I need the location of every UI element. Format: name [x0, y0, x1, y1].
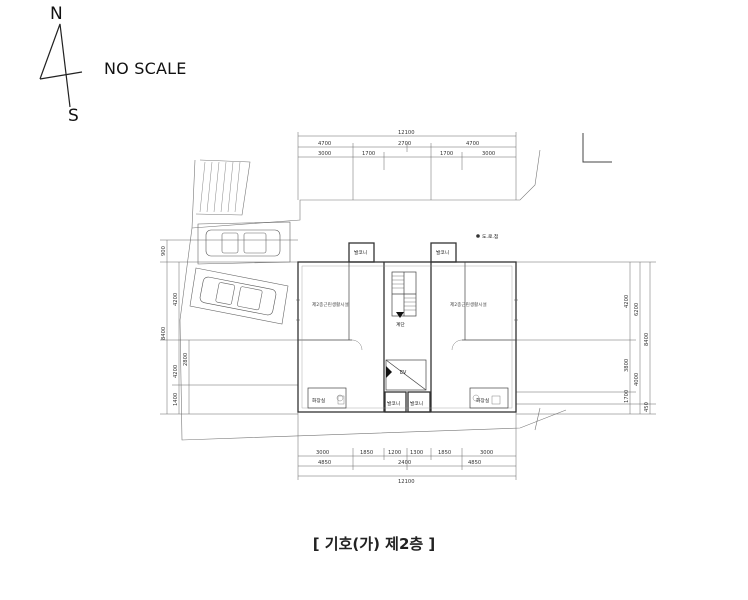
site-note-marker-icon	[476, 234, 480, 238]
dim-top-sub-2: 1700	[362, 151, 375, 157]
room-balcony-bottom-left: 발코니	[387, 400, 400, 407]
dim-top-sub-4: 3000	[482, 151, 495, 157]
dim-right-a-1: 4200	[624, 295, 630, 308]
dim-top-total: 12100	[398, 130, 415, 136]
dim-bottom-sub-4: 1300	[410, 450, 423, 456]
room-right-unit: 제2종근린생활시설	[450, 301, 487, 308]
dim-left-top-2: 4200	[173, 293, 179, 306]
no-scale-label: NO SCALE	[104, 59, 187, 78]
dim-top-sub-1: 3000	[318, 151, 331, 157]
dim-top-mid-1: 4700	[318, 141, 331, 147]
compass-south-label: S	[68, 106, 79, 126]
dim-bottom-mid-1: 4850	[318, 460, 331, 466]
dim-bottom-sub-2: 1850	[360, 450, 373, 456]
site-note: 도.로.점	[482, 233, 498, 240]
room-balcony-bottom-right: 발코니	[410, 400, 423, 407]
dim-right-a-3: 1700	[624, 390, 630, 403]
dim-bottom-mid-2: 2400	[398, 460, 411, 466]
room-left-unit: 제2종근린생활시설	[312, 301, 349, 308]
dim-right-b-2: 4000	[634, 373, 640, 386]
dim-right-b-1: 6200	[634, 303, 640, 316]
dim-right-small: 450	[644, 402, 650, 412]
dim-left-a-1: 4200	[173, 365, 179, 378]
dim-left-top-1: 900	[161, 246, 167, 256]
room-toilet-right: 화장실	[476, 397, 489, 404]
dim-bottom-sub-1: 3000	[316, 450, 329, 456]
dim-bottom-sub-3: 1200	[388, 450, 401, 456]
dim-bottom-sub-6: 3000	[480, 450, 493, 456]
room-elevator: EV	[400, 370, 407, 376]
compass-north-label: N	[50, 4, 63, 24]
dim-left-outer: 8400	[161, 327, 167, 340]
dim-bottom-mid-3: 4850	[468, 460, 481, 466]
room-stair: 계단	[396, 321, 405, 328]
dim-bottom-total: 12100	[398, 479, 415, 485]
dim-right-total: 8400	[644, 333, 650, 346]
room-toilet-left: 화장실	[312, 397, 325, 404]
room-balcony-top-left: 발코니	[354, 249, 367, 256]
dim-top-sub-3: 1700	[440, 151, 453, 157]
floor-title: [ 기호(가) 제2층 ]	[312, 535, 436, 553]
room-balcony-top-right: 발코니	[436, 249, 449, 256]
dim-left-a-2: 1400	[173, 393, 179, 406]
dim-right-a-2: 3800	[624, 359, 630, 372]
dim-top-mid-2: 2700	[398, 141, 411, 147]
dim-bottom-sub-5: 1850	[438, 450, 451, 456]
dim-left-b-1: 2800	[183, 353, 189, 366]
dim-top-mid-3: 4700	[466, 141, 479, 147]
